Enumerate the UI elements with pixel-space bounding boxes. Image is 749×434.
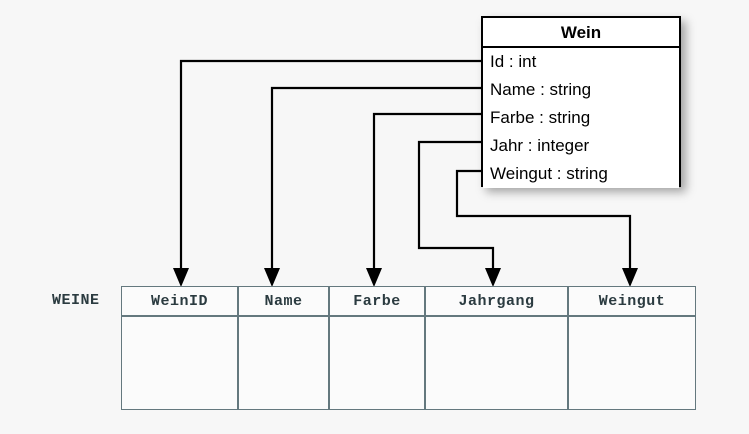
mapping-arrow-name-name: [264, 86, 481, 287]
mapping-arrow-farbe-farbe: [366, 112, 481, 287]
table-column-header-farbe[interactable]: Farbe: [329, 286, 425, 316]
table-cell-weinid[interactable]: [121, 316, 238, 410]
table-header-row: WeinID Name Farbe Jahrgang Weingut: [121, 286, 696, 316]
table-column-header-weinid[interactable]: WeinID: [121, 286, 238, 316]
uml-attribute-list: Id : int Name : string Farbe : string Ja…: [483, 48, 679, 188]
table-row[interactable]: [121, 316, 696, 410]
table-column-header-name[interactable]: Name: [238, 286, 329, 316]
relational-table-label: WEINE: [52, 292, 100, 309]
table-cell-farbe[interactable]: [329, 316, 425, 410]
mapping-arrow-weingut-weingut: [455, 169, 638, 287]
uml-attribute-farbe: Farbe : string: [483, 104, 679, 132]
uml-attribute-name: Name : string: [483, 76, 679, 104]
mapping-arrow-id-weinid: [173, 59, 481, 287]
relational-table[interactable]: WeinID Name Farbe Jahrgang Weingut: [121, 286, 696, 410]
table-column-header-weingut[interactable]: Weingut: [568, 286, 696, 316]
uml-attribute-id: Id : int: [483, 48, 679, 76]
table-cell-weingut[interactable]: [568, 316, 696, 410]
table-column-header-jahrgang[interactable]: Jahrgang: [425, 286, 568, 316]
uml-class-box[interactable]: Wein Id : int Name : string Farbe : stri…: [481, 16, 681, 188]
uml-attribute-weingut: Weingut : string: [483, 160, 679, 188]
table-cell-name[interactable]: [238, 316, 329, 410]
uml-class-name: Wein: [483, 18, 679, 48]
table-cell-jahrgang[interactable]: [425, 316, 568, 410]
uml-attribute-jahr: Jahr : integer: [483, 132, 679, 160]
